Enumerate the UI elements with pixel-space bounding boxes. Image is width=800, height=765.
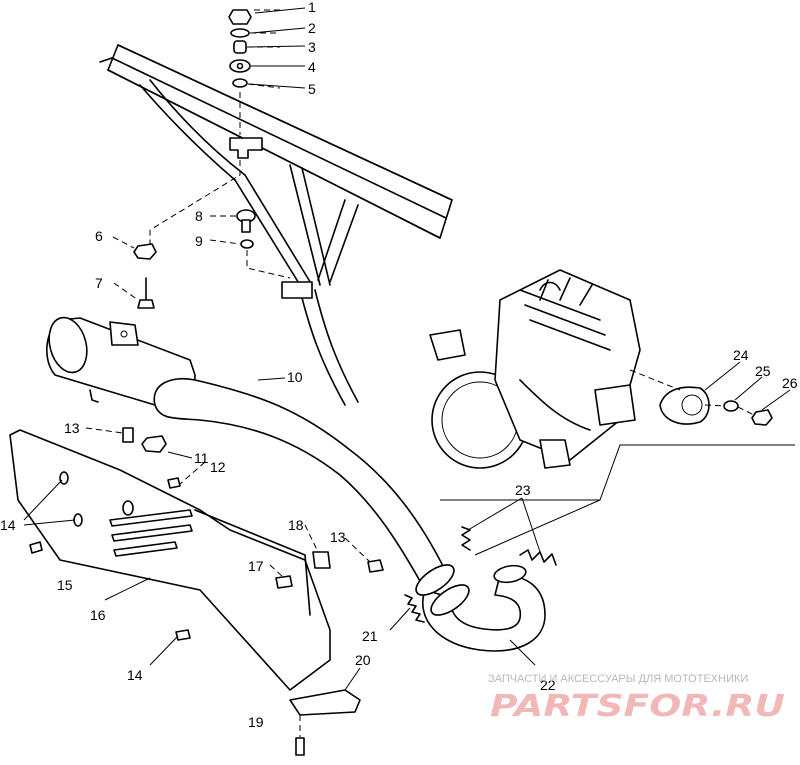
callout-15: 15 [57, 577, 73, 593]
heat-shield [9, 429, 331, 691]
bolt-13a [122, 427, 134, 443]
watermark-logo: PARTSFOR.RU [490, 689, 785, 724]
watermark-subtitle: ЗАПЧАСТИ И АКСЕССУАРЫ ДЛЯ МОТОТЕХНИКИ [488, 673, 748, 685]
callout-14a: 14 [0, 517, 16, 533]
bracket-18 [312, 551, 331, 569]
bracket-20 [289, 689, 361, 716]
bushing-3 [233, 40, 247, 54]
nut-26 [751, 409, 773, 426]
washer-2 [230, 28, 250, 38]
washer-9 [240, 239, 254, 249]
callout-23: 23 [515, 482, 531, 498]
nut-1 [228, 9, 252, 25]
manifold-flange [629, 369, 773, 426]
nut-6 [133, 243, 157, 260]
callout-22: 22 [540, 677, 556, 693]
callout-14b: 14 [127, 667, 143, 683]
bolt-7 [137, 299, 155, 309]
engine [429, 269, 641, 469]
muffler-mount-tab [109, 321, 139, 346]
small-hardware [29, 427, 384, 756]
callout-12: 12 [210, 459, 226, 475]
watermark: ЗАПЧАСТИ И АКСЕССУАРЫ ДЛЯ МОТОТЕХНИКИ PA… [488, 673, 785, 724]
frame [99, 44, 453, 406]
callout-25: 25 [755, 363, 771, 379]
callout-19: 19 [248, 714, 264, 730]
clip-12 [167, 477, 181, 489]
callout-4: 4 [308, 59, 316, 75]
bolt-13b [367, 559, 384, 573]
screw-15 [29, 541, 43, 554]
callout-20: 20 [355, 652, 371, 668]
callout-1: 1 [308, 0, 316, 15]
callout-7: 7 [95, 275, 103, 291]
screw-14 [175, 629, 191, 641]
section-boundary [440, 444, 795, 501]
callout-17: 17 [248, 558, 264, 574]
mount-hardware-stack [149, 9, 281, 245]
callout-11: 11 [194, 450, 209, 466]
callout-26: 26 [782, 375, 798, 391]
callout-13a: 13 [64, 420, 80, 436]
callout-16: 16 [90, 607, 106, 623]
washer-5 [232, 78, 248, 88]
callouts: 1 2 3 4 5 6 7 8 9 10 11 12 13 13 14 14 1… [0, 0, 798, 730]
callout-24: 24 [733, 347, 749, 363]
callout-2: 2 [308, 20, 316, 36]
leader-exhaust-spring [474, 499, 601, 556]
leader-lines [23, 7, 791, 691]
callout-18: 18 [288, 517, 304, 533]
mount-hardware-left [112, 209, 291, 309]
muffler [45, 316, 196, 407]
bolt-19 [295, 737, 305, 756]
callout-9: 9 [195, 233, 203, 249]
recoil-starter [429, 329, 466, 361]
exhaust-pipe [153, 378, 546, 652]
callout-5: 5 [308, 81, 316, 97]
callout-6: 6 [95, 228, 103, 244]
callout-3: 3 [308, 39, 316, 55]
callout-13b: 13 [330, 529, 346, 545]
nut-11 [141, 435, 167, 453]
callout-21: 21 [362, 628, 378, 644]
callout-10: 10 [287, 369, 303, 385]
clip-17 [275, 575, 293, 589]
washer-25 [723, 400, 739, 412]
callout-8: 8 [195, 208, 203, 224]
